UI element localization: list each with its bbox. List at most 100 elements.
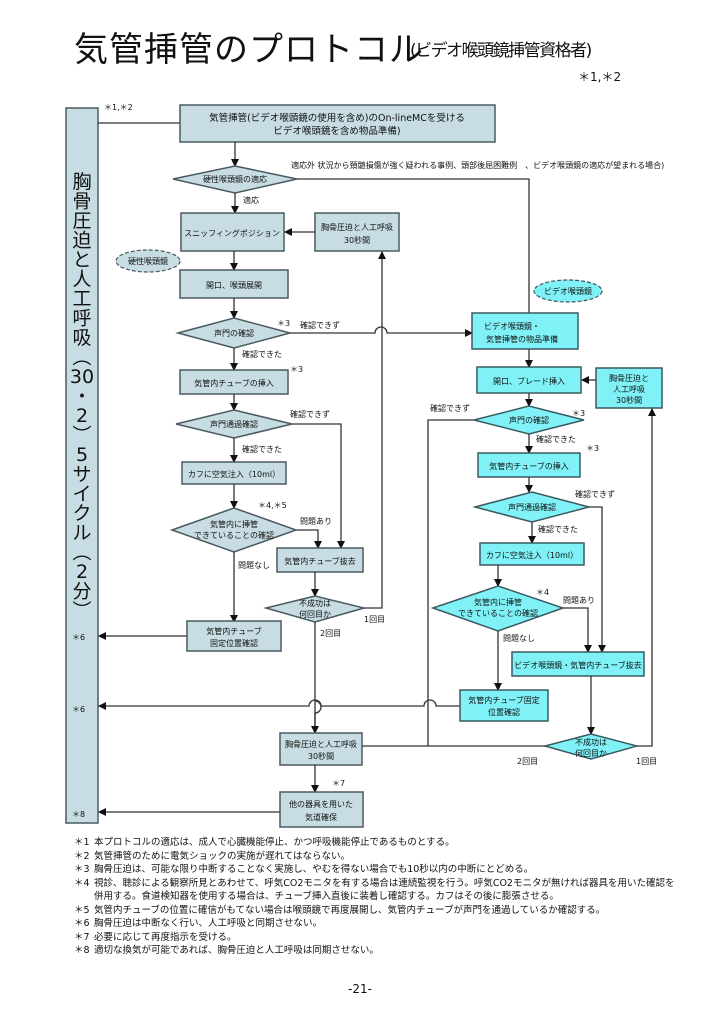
rigid-glottis-no-label: 確認できず [300,320,340,330]
sidebar-label-char: 分 [72,581,91,603]
sidebar-label-char: 吸 [72,327,91,349]
footnote-mark: ＊8 [74,945,90,956]
rigid-confirm-line2: できていることの確認 [194,530,274,540]
rigid-glottis-yes-label: 確認できた [242,349,282,359]
video-confirm-line1: 気管内に挿管 [474,597,522,607]
footnote-mark: ＊1 [74,837,90,848]
video-attempts-line2: 何回目か [575,748,607,758]
sidebar-label-char: 2 [76,405,88,427]
sidebar-label-char: 迫 [72,230,91,252]
connector [296,529,322,549]
title-footnote-refs: ＊1,＊2 [578,70,622,84]
rigid-first-label: 1回目 [364,615,385,624]
sidebar-label-char: 圧 [72,210,91,232]
sidebar-label-char: ︵ [72,347,91,369]
rigid-attempts-line2: 何回目か [299,609,331,619]
video-confirm-line2: できていることの確認 [458,608,538,618]
final-cpr30-line2: 30秒間 [308,751,334,761]
connector [292,423,345,549]
rigid-laryngoscope-tag [115,249,181,273]
connector [314,622,322,733]
connector [98,699,460,710]
sidebar-top-note: ＊1,＊2 [104,103,133,112]
video-glottis-label: 声門の確認 [509,415,549,425]
indication-decision-label: 硬性喉頭鏡の適応 [203,174,267,184]
video-remove-label: ビデオ喉頭鏡・気管内チューブ抜去 [514,660,642,670]
footnote-text: 本プロトコルの適応は、成人で心臓機能停止、かつ呼吸機能停止であるものとする。 [94,837,455,848]
sidebar-label-char: 工 [72,288,91,310]
footnote-mark: ＊6 [74,918,90,929]
footnote-text: 胸骨圧迫は中断なく行い、人工呼吸と同期させない。 [94,918,323,929]
other-device-line1: 他の器具を用いた [289,799,353,809]
sidebar-label-char: ︶ [72,600,91,622]
video-first-label: 1回目 [636,757,657,766]
sidebar-label-char: ︶ [72,425,91,447]
rigid-fix-line2: 固定位置確認 [210,638,258,648]
connector [315,419,474,750]
video-cpr30-line3: 30秒間 [616,395,642,405]
sidebar-label-char: サ [72,464,91,486]
video-problem-yes-label: 問題あり [563,596,595,605]
sidebar-label-char: 人 [72,269,91,291]
other-device-line2: 気道確保 [305,812,337,822]
rigid-attempts-line1: 不成功は [299,598,331,608]
rigid-fix-line1: 気管内チューブ [206,626,262,636]
video-pass-label: 声門通過確認 [508,502,556,512]
rigid-insert-box [179,369,289,395]
page-subtitle: (ビデオ喉頭鏡挿管資格者) [410,41,592,61]
footnotes: ＊1 本プロトコルの適応は、成人で心臓機能停止、かつ呼吸機能停止であるものとする。… [74,836,674,958]
rigid-confirm-note: ＊4,＊5 [258,501,287,510]
video-laryngoscope-tag-label: ビデオ喉頭鏡 [544,286,592,296]
footnote-text: 必要に応じて再度指示を受ける。 [94,931,237,943]
footnote-item: ＊8 適切な換気が可能であれば、胸骨圧迫と人工呼吸は同期させない。 [74,944,674,958]
rigid-problem-yes-label: 問題あり [300,517,332,526]
video-cuff-label: カフに空気注入（10ml） [486,550,578,560]
rigid-remove-box [276,547,364,573]
rigid-cpr30-line2: 30秒間 [344,235,370,245]
page-title: 気管挿管のプロトコル [74,30,424,70]
video-cpr30-line1: 胸骨圧迫と [609,373,649,383]
rigid-glottis-note: ＊3 [277,319,290,328]
sidebar-label-char: ・ [72,386,91,408]
video-attempts-line1: 不成功は [575,737,607,747]
rigid-problem-no-label: 問題なし [238,561,270,570]
cpr-sidebar-box [65,107,99,824]
rigid-open-label: 開口、喉頭展開 [206,280,262,290]
rigid-glottis-label: 声門の確認 [214,328,254,338]
video-insert-note: ＊3 [586,444,599,453]
final-note: ＊7 [332,779,345,788]
footnote-text: 適切な換気が可能であれば、胸骨圧迫と人工呼吸は同期させない。 [94,945,379,956]
rigid-cuff-label: カフに空気注入（10ml） [188,469,280,479]
rigid-cpr30-line1: 胸骨圧迫と人工呼吸 [321,222,393,232]
page-number: -21- [348,982,372,996]
connector [290,326,473,337]
video-pass-no-label: 確認できず [575,489,615,499]
footnote-item: ＊6 胸骨圧迫は中断なく行い、人工呼吸と同期させない。 [74,917,674,931]
video-fix-line2: 位置確認 [488,707,520,717]
video-glottis-yes-label: 確認できた [536,434,576,444]
rigid-laryngoscope-tag-label: 硬性喉頭鏡 [128,256,168,266]
video-fix-line1: 気管内チューブ固定 [468,695,540,705]
rigid-insert-label: 気管内チューブの挿入 [194,378,274,388]
sidebar-marker-6a: ＊6 [72,633,85,642]
footnote-text: 併用する。食道検知器を使用する場合は、チューブ挿入直後に装着し確認する。カフはそ… [94,891,559,902]
video-problem-no-label: 問題なし [503,634,535,643]
sidebar-label-char: 胸 [72,171,91,193]
sidebar-label-char: と [72,249,91,271]
video-pass-yes-label: 確認できた [538,524,578,534]
sidebar-label-char: ル [72,522,91,544]
sidebar-label-char: ︵ [72,542,91,564]
video-prepare-line2: 気管挿管の物品準備 [486,334,558,344]
sidebar-label-char: 2 [76,561,88,583]
video-cuff-box [479,542,585,566]
rigid-pass-yes-label: 確認できた [242,444,282,454]
video-glottis-no-label: 確認できず [430,403,470,413]
final-cpr30-line1: 胸骨圧迫と人工呼吸 [285,739,357,749]
video-cpr30-box [595,367,663,409]
